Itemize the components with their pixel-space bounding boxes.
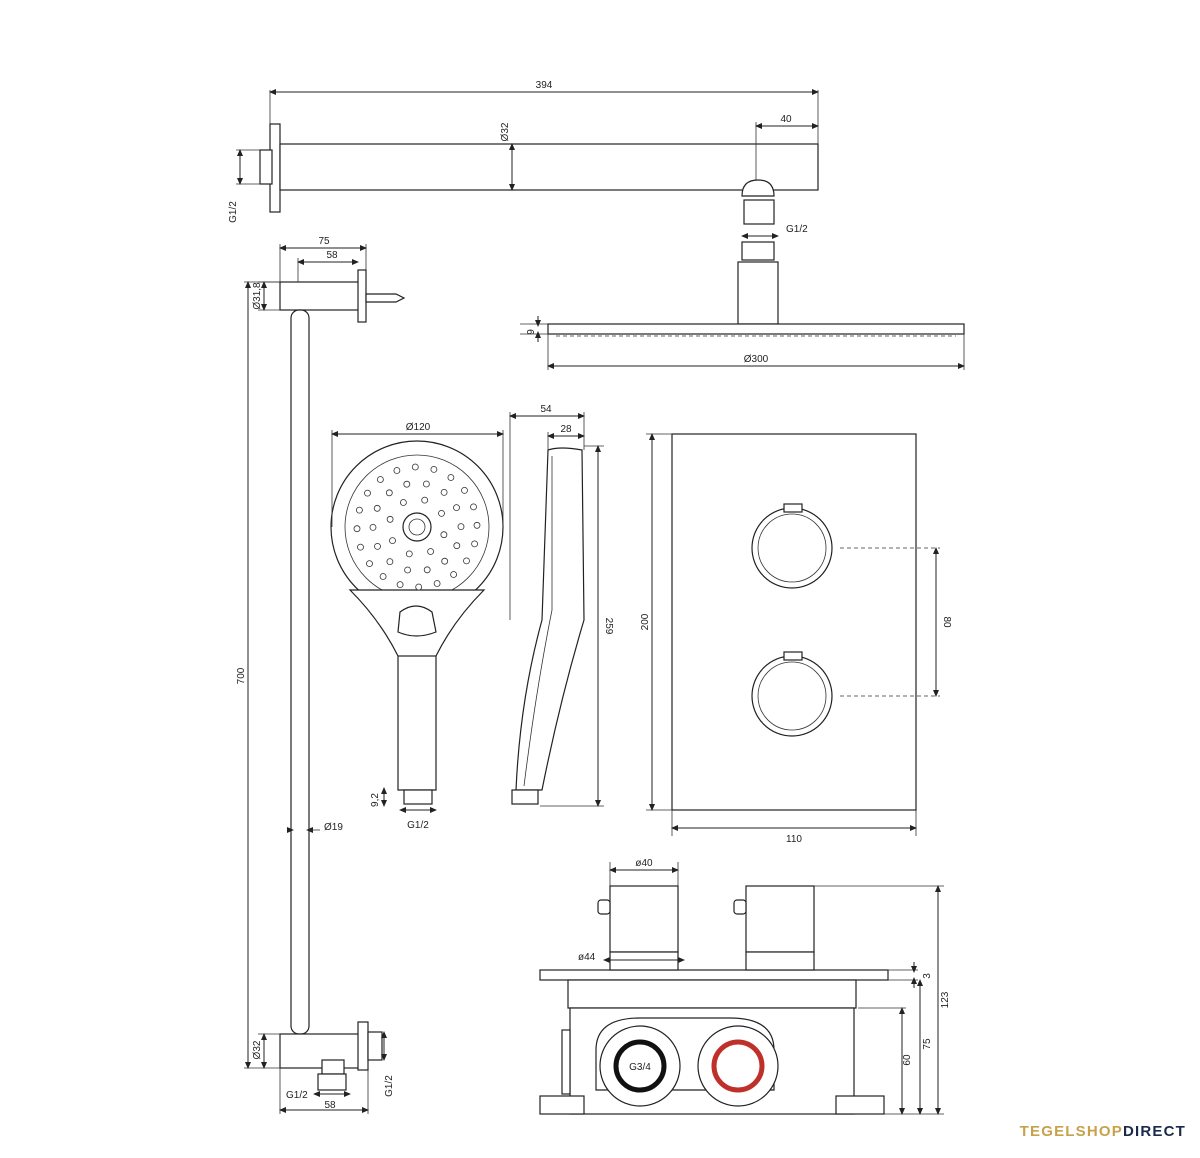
nozzle — [473, 521, 481, 529]
dim-box-60: 60 — [902, 1054, 913, 1066]
nozzle — [396, 581, 404, 588]
nozzle — [457, 523, 465, 530]
dim-arm-thread-right: G1/2 — [786, 224, 808, 235]
nozzle — [433, 580, 441, 587]
dim-head-height: 9 — [526, 329, 537, 335]
cold-ring — [613, 1039, 667, 1093]
nozzle — [470, 503, 477, 511]
nozzle — [357, 543, 364, 551]
nozzle — [353, 525, 361, 533]
nozzle — [438, 510, 445, 517]
slide-rail: 75 58 Ø31,8 700 Ø19 Ø32 G1/2 G1/2 58 — [236, 236, 406, 1114]
dim-knob-44: ø44 — [578, 952, 596, 963]
nozzle — [404, 566, 412, 574]
nozzle — [373, 504, 381, 512]
nozzle — [369, 524, 377, 531]
dim-head-diameter: Ø300 — [744, 354, 769, 365]
dim-side-259: 259 — [603, 618, 614, 635]
dim-side-28: 28 — [560, 424, 572, 435]
nozzle — [376, 476, 384, 483]
dim-knob-40: ø40 — [635, 858, 653, 869]
nozzle — [364, 489, 371, 497]
dim-holder-58: 58 — [326, 250, 338, 261]
shower-arm: 394 Ø32 G1/2 40 G1/2 — [228, 80, 819, 325]
nozzle — [393, 467, 401, 474]
nozzle — [423, 566, 431, 574]
nozzle — [355, 506, 363, 514]
dim-box-thread: G3/4 — [629, 1062, 651, 1073]
nozzle — [440, 531, 448, 539]
nozzle — [471, 540, 479, 548]
brand-part-2: DIRECT — [1122, 1123, 1186, 1140]
dim-outlet-thread-b: G1/2 — [384, 1075, 395, 1097]
nozzle — [415, 583, 423, 591]
dim-side-54: 54 — [540, 404, 552, 415]
nozzle — [366, 560, 373, 567]
nozzle — [411, 463, 419, 471]
hand-shower-side: 54 28 259 — [509, 404, 614, 807]
dim-arm-diameter: Ø32 — [500, 122, 511, 141]
nozzle — [453, 504, 460, 512]
dim-hand-thread-height: 9,2 — [370, 793, 381, 807]
dim-plate-200: 200 — [640, 613, 651, 630]
nozzle — [399, 499, 407, 506]
dim-outlet-thread-a: G1/2 — [286, 1090, 308, 1101]
nozzle — [453, 542, 461, 550]
nozzle — [389, 537, 396, 544]
dim-rail-length: 700 — [236, 667, 247, 684]
nozzle — [441, 557, 449, 565]
concealed-box: G3/4 ø40 ø44 3 123 75 60 — [539, 858, 951, 1115]
dim-hand-thread: G1/2 — [407, 820, 429, 831]
dim-plate-80: 80 — [941, 616, 952, 628]
dim-arm-thread-left: G1/2 — [228, 201, 239, 223]
dim-box-123: 123 — [940, 991, 951, 1008]
nozzle — [403, 480, 411, 488]
brand-part-1: TEGELSHOP — [1019, 1123, 1123, 1140]
nozzle — [422, 480, 430, 488]
nozzle — [440, 488, 448, 496]
nozzle — [379, 573, 387, 580]
nozzle — [385, 489, 393, 497]
nozzle — [430, 465, 438, 473]
dim-arm-length: 394 — [536, 80, 553, 91]
dim-holder-75: 75 — [318, 236, 330, 247]
dim-rail-diameter: Ø19 — [324, 822, 343, 833]
nozzle — [450, 571, 458, 578]
nozzle — [386, 515, 394, 523]
nozzle — [447, 474, 455, 481]
spray-nozzles — [353, 463, 481, 591]
nozzle — [421, 496, 429, 504]
nozzle — [386, 558, 394, 565]
dim-rail-bottom-diameter: Ø32 — [252, 1040, 263, 1059]
brand-logo: TEGELSHOPDIRECT — [1020, 1123, 1186, 1140]
nozzle — [427, 548, 435, 555]
dim-box-3: 3 — [922, 973, 933, 979]
thermostat-plate: 80 200 110 — [640, 433, 952, 845]
hand-shower-front: Ø120 9,2 G1/2 — [330, 422, 504, 831]
nozzle — [463, 557, 470, 565]
dim-outlet-58: 58 — [324, 1100, 336, 1111]
dim-plate-110: 110 — [786, 834, 802, 845]
rain-head: 9 Ø300 — [520, 316, 965, 370]
dim-box-75: 75 — [922, 1038, 933, 1050]
hot-ring — [711, 1039, 765, 1093]
nozzle — [405, 550, 413, 558]
nozzle — [461, 486, 468, 494]
nozzle — [374, 543, 381, 550]
dim-hand-diameter: Ø120 — [406, 422, 431, 433]
dim-arm-end: 40 — [780, 114, 792, 125]
dim-holder-diameter: Ø31,8 — [252, 282, 263, 310]
